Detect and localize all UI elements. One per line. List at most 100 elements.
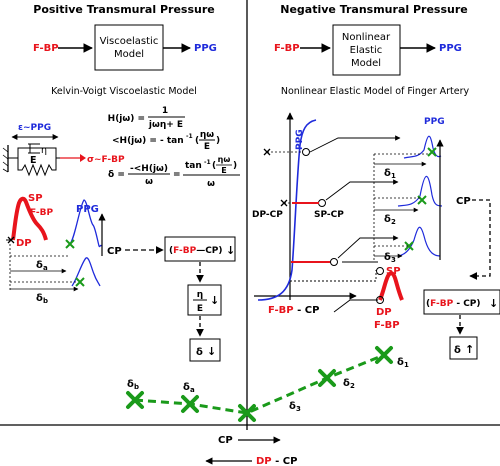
svg-text:(: ( — [212, 161, 216, 171]
left-input-label: F-BP — [33, 43, 59, 54]
svg-text:↓: ↓ — [210, 294, 219, 307]
delta-3-point-label: δ — [289, 401, 296, 412]
svg-text:SP: SP — [386, 266, 401, 277]
svg-text:η: η — [197, 290, 203, 300]
svg-text:F-BP - CP: F-BP - CP — [268, 305, 319, 316]
sp-cp-label: SP-CP — [314, 210, 344, 220]
sigma-fbp-label: σ~F-BP — [87, 155, 125, 165]
h-eq-den: jωη+ E — [148, 120, 183, 130]
left-fbp-waveform — [11, 196, 48, 241]
bottom-dpcp-label: DP - CP — [256, 456, 297, 466]
delta-eq-equals: = — [173, 170, 181, 180]
svg-text:δ: δ — [384, 214, 391, 225]
svg-text:Model: Model — [351, 58, 381, 69]
h-eq-lhs: H(jω) = — [108, 114, 145, 124]
eta-label: η — [41, 145, 47, 156]
svg-text:E: E — [221, 166, 226, 175]
delta-2-point-label: δ — [343, 378, 350, 389]
right-flow-box-1 — [423, 289, 500, 315]
right-fbp-waveform — [378, 271, 404, 301]
svg-text:δ: δ — [384, 252, 391, 263]
delta-a-point — [181, 395, 199, 413]
svg-text:F-BP: F-BP — [374, 320, 400, 331]
svg-text:1: 1 — [404, 361, 409, 369]
svg-text:2: 2 — [350, 382, 355, 390]
left-output-label: PPG — [194, 43, 217, 54]
viscoelastic-model-box — [94, 24, 164, 71]
h-eq-num: 1 — [162, 106, 168, 116]
delta-b-point — [126, 391, 144, 409]
right-input-label: F-BP — [274, 43, 300, 54]
svg-text:DP: DP — [376, 307, 392, 318]
svg-text:Nonlinear: Nonlinear — [342, 32, 391, 43]
svg-text:3: 3 — [296, 405, 301, 413]
left-heading: Positive Transmural Pressure — [33, 3, 214, 16]
delta-b-point-label: δ — [127, 379, 134, 390]
svg-text:δ: δ — [384, 168, 391, 179]
right-heading: Negative Transmural Pressure — [280, 3, 467, 16]
svg-text:1: 1 — [391, 172, 396, 180]
viscoelastic-box-line2: Model — [114, 49, 144, 60]
svg-text:b: b — [43, 297, 48, 305]
left-ppg-waveform-2 — [71, 257, 101, 287]
left-ppg-waveform-1 — [69, 199, 103, 248]
phase-eq-lhs: <H(jω) = - tan — [112, 136, 184, 146]
svg-text:b: b — [134, 383, 139, 391]
phase-eq-exp: -1 — [186, 133, 193, 140]
right-output-label: PPG — [439, 43, 462, 54]
epsilon-ppg-label: ε~PPG — [18, 123, 51, 133]
e-label: E — [30, 155, 37, 166]
transfer-function-equations: H(jω) = 1 jωη+ E <H(jω) = - tan -1 ( ηω … — [108, 106, 240, 189]
svg-text:(F-BP - CP): (F-BP - CP) — [426, 299, 481, 309]
phase-eq-open: ( — [195, 136, 199, 146]
svg-text:3: 3 — [391, 256, 396, 264]
delta-trend-points — [126, 346, 393, 422]
svg-text:2: 2 — [391, 218, 396, 226]
delta-eq-lhs: δ = — [108, 170, 125, 180]
right-cp-label: CP — [456, 196, 471, 207]
left-waveform-panel: SP F-BP DP PPG δ a δ b CP — [6, 193, 164, 305]
delta-eq-den: ω — [145, 177, 153, 187]
delta-2-point — [318, 369, 336, 387]
kelvin-voigt-schematic: ε~PPG η E σ~F-BP — [2, 123, 125, 177]
nonlinear-title: Nonlinear Elastic Model of Finger Artery — [281, 86, 470, 97]
left-flow-chain: (F-BP—CP) ↓ η E ↓ δ ↓ — [164, 236, 236, 362]
ppg-waveform-3 — [397, 226, 441, 257]
svg-text:δ: δ — [454, 345, 461, 356]
delta-eq-rnum1: tan — [185, 161, 202, 171]
ppg-waveform-2 — [397, 175, 443, 207]
svg-text:ηω: ηω — [218, 155, 231, 164]
svg-text:↑: ↑ — [465, 343, 474, 356]
svg-text:): ) — [233, 161, 237, 171]
bottom-cp-label: CP — [218, 435, 233, 446]
svg-text:E: E — [197, 304, 203, 314]
kelvin-voigt-title: Kelvin-Voigt Viscoelastic Model — [51, 86, 197, 97]
delta-1-point — [375, 346, 393, 364]
delta-1-point-label: δ — [397, 357, 404, 368]
dp-cp-label: DP-CP — [252, 210, 283, 220]
svg-text:a: a — [43, 264, 48, 272]
delta-3-point — [238, 404, 256, 422]
left-cp-label: CP — [107, 246, 122, 257]
left-fbp-label: F-BP — [30, 208, 53, 218]
svg-text:PPG: PPG — [424, 117, 445, 127]
delta-a-label: δ — [36, 260, 43, 271]
svg-text:↓: ↓ — [489, 297, 498, 310]
nonlinear-curve-panel: PPG DP-CP SP-CP F-BP - CP — [252, 112, 401, 316]
viscoelastic-box-line1: Viscoelastic — [100, 36, 159, 47]
nonlinear-elastic-box — [332, 24, 401, 76]
delta-b-label: δ — [36, 293, 43, 304]
delta-eq-num: -<H(jω) — [130, 164, 168, 174]
delta-eq-rden: ω — [207, 179, 215, 189]
right-waveform-panel: PPG δ 1 δ 2 δ 3 CP SP DP F-BP — [373, 117, 491, 331]
left-dp-label: DP — [16, 238, 32, 249]
delta-a-point-label: δ — [183, 382, 190, 393]
svg-text:a: a — [190, 386, 195, 394]
svg-text:↓: ↓ — [207, 345, 216, 358]
phase-eq-num: ηω — [200, 130, 214, 140]
left-flow-box-1 — [164, 236, 236, 262]
svg-text:δ: δ — [196, 347, 203, 358]
svg-text:↓: ↓ — [226, 244, 235, 257]
left-flow-box-3 — [189, 338, 221, 362]
